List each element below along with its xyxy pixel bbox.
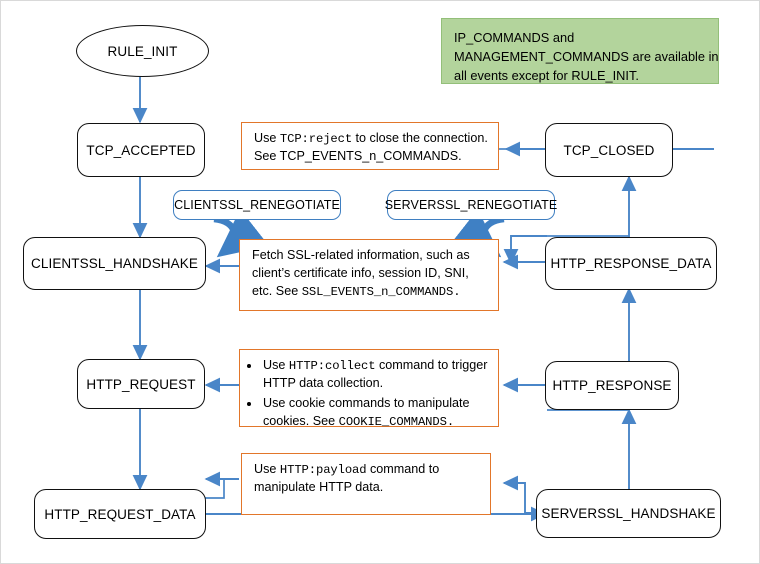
- note-global-line3: all events except for RULE_INIT.: [454, 68, 639, 84]
- node-rule-init[interactable]: RULE_INIT: [76, 25, 209, 77]
- note-http-item2-mono: COOKIE_COMMANDS.: [338, 415, 455, 430]
- node-tcp-closed[interactable]: TCP_CLOSED: [545, 123, 673, 177]
- node-serverssl-handshake-label: SERVERSSL_HANDSHAKE: [541, 506, 716, 521]
- node-clientssl-renegotiate-label: CLIENTSSL_RENEGOTIATE: [174, 198, 340, 212]
- node-tcp-accepted[interactable]: TCP_ACCEPTED: [77, 123, 205, 177]
- note-http-collect: Use HTTP:collect command to trigger HTTP…: [239, 349, 499, 429]
- node-rule-init-label: RULE_INIT: [107, 43, 178, 59]
- node-http-request-data[interactable]: HTTP_REQUEST_DATA: [34, 489, 206, 539]
- note-ssl-line1: Fetch SSL-related information, such as: [252, 248, 470, 262]
- note-tcp-line1-pre: Use: [254, 131, 280, 145]
- note-tcp-line1: Use TCP:reject to close the connection.: [254, 130, 488, 148]
- edge-serversslhandshake-riser: [503, 235, 547, 265]
- node-http-request[interactable]: HTTP_REQUEST: [77, 359, 205, 409]
- note-tcp-line1-mono: TCP:reject: [279, 132, 353, 146]
- node-clientssl-renegotiate[interactable]: CLIENTSSL_RENEGOTIATE: [173, 190, 341, 220]
- node-http-response-label: HTTP_RESPONSE: [552, 378, 672, 393]
- node-clientssl-handshake[interactable]: CLIENTSSL_HANDSHAKE: [23, 237, 206, 290]
- route-httprequestdata-up: [204, 479, 225, 499]
- node-http-response-data-label: HTTP_RESPONSE_DATA: [550, 256, 712, 271]
- note-payload-line1-pre: Use: [254, 462, 280, 476]
- note-http-item2: Use cookie commands to manipulate cookie…: [261, 395, 488, 431]
- note-http-item2-pre: Use cookie commands to manipulate cookie…: [263, 396, 470, 429]
- note-http-item1: Use HTTP:collect command to trigger HTTP…: [261, 357, 488, 393]
- note-payload-line2: manipulate HTTP data.: [254, 480, 384, 495]
- node-http-response-data[interactable]: HTTP_RESPONSE_DATA: [545, 237, 717, 290]
- node-tcp-closed-label: TCP_CLOSED: [563, 142, 655, 158]
- note-http-item1-post: command to trigger HTTP data collection.: [263, 358, 488, 391]
- note-http-list: Use HTTP:collect command to trigger HTTP…: [246, 357, 488, 431]
- node-http-request-label: HTTP_REQUEST: [86, 376, 196, 392]
- hook-clientssl-renegotiate: [213, 209, 270, 258]
- note-global-line1: IP_COMMANDS and: [454, 30, 575, 45]
- node-serverssl-renegotiate-label: SERVERSSL_RENEGOTIATE: [384, 198, 558, 212]
- note-ssl-line3: etc. See SSL_EVENTS_n_COMMANDS.: [252, 283, 488, 301]
- note-ssl-line3-mono: SSL_EVENTS_n_COMMANDS.: [301, 284, 461, 299]
- note-ssl-line3-pre: etc. See: [252, 283, 302, 298]
- note-tcp-reject: Use TCP:reject to close the connection. …: [241, 122, 499, 170]
- node-serverssl-renegotiate[interactable]: SERVERSSL_RENEGOTIATE: [384, 190, 558, 220]
- note-ssl-info: Fetch SSL-related information, such as c…: [239, 239, 499, 311]
- note-http-item1-mono: HTTP:collect: [288, 359, 376, 373]
- note-payload-line1-post: command to: [366, 462, 440, 476]
- node-clientssl-handshake-label: CLIENTSSL_HANDSHAKE: [31, 256, 198, 271]
- note-tcp-line2: See TCP_EVENTS_n_COMMANDS.: [254, 149, 462, 164]
- note-payload-line1-mono: HTTP:payload: [279, 463, 367, 477]
- note-ssl-line2: client’s certificate info, session ID, S…: [252, 265, 469, 280]
- node-http-request-data-label: HTTP_REQUEST_DATA: [44, 506, 196, 522]
- node-tcp-accepted-label: TCP_ACCEPTED: [86, 142, 196, 158]
- note-tcp-line1-post: to close the connection.: [352, 131, 488, 145]
- note-payload-line1: Use HTTP:payload command to: [254, 461, 480, 479]
- note-http-payload: Use HTTP:payload command to manipulate H…: [241, 453, 491, 515]
- node-http-response[interactable]: HTTP_RESPONSE: [545, 361, 679, 410]
- node-serverssl-handshake[interactable]: SERVERSSL_HANDSHAKE: [536, 489, 721, 538]
- note-global-commands: IP_COMMANDS and MANAGEMENT_COMMANDS are …: [441, 18, 719, 84]
- note-global-line2: MANAGEMENT_COMMANDS are available in: [454, 49, 719, 65]
- note-http-item1-pre: Use: [263, 358, 289, 372]
